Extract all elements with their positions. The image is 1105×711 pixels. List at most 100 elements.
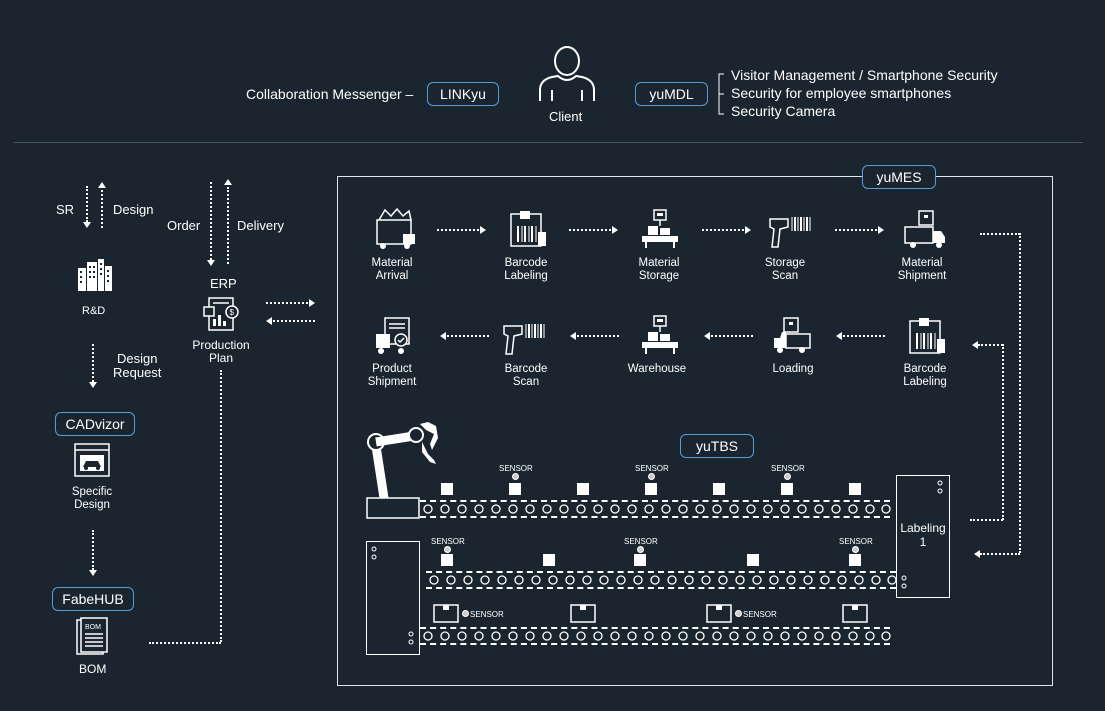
svg-text:BOM: BOM xyxy=(85,624,101,631)
arrow-left xyxy=(974,550,980,558)
sensor-label: SENSOR xyxy=(743,610,777,619)
product-box xyxy=(849,554,861,566)
product-box xyxy=(441,554,453,566)
arrow-left xyxy=(972,341,978,349)
arrow-left xyxy=(440,332,446,340)
sensor-dot xyxy=(462,610,469,617)
labeled-box-icon xyxy=(570,604,596,623)
sensor-label: SENSOR xyxy=(624,537,658,546)
erp-label: ERP xyxy=(210,276,237,291)
flow-arrow xyxy=(577,335,619,337)
sensor-label: SENSOR xyxy=(839,537,873,546)
scanner-icon xyxy=(503,324,545,355)
client-icon xyxy=(539,46,595,101)
arrow-left xyxy=(266,317,272,325)
sensor-dot xyxy=(444,546,451,553)
cadvizor-tag[interactable]: CADvizor xyxy=(55,412,135,436)
loading-truck-icon xyxy=(774,317,811,353)
arrow-right xyxy=(612,226,618,234)
fabehub-tag[interactable]: FabeHUB xyxy=(52,587,134,611)
labeled-box-icon xyxy=(706,604,732,623)
sr-label: SR xyxy=(56,202,75,217)
design-line xyxy=(101,190,103,228)
production-plan-label: Production Plan xyxy=(192,338,250,365)
arrow-down xyxy=(89,382,97,388)
arrow-down xyxy=(89,570,97,576)
sensor-label: SENSOR xyxy=(771,464,805,473)
arrow-right xyxy=(480,226,486,234)
machine-bolts xyxy=(408,631,414,645)
divider xyxy=(14,142,1083,143)
product-box xyxy=(577,483,589,495)
sensor-dot xyxy=(735,610,742,617)
material-arrival-icon xyxy=(376,207,415,249)
bom-document-icon: BOM xyxy=(76,617,108,655)
conveyor-base-machine xyxy=(366,541,420,655)
product-box xyxy=(543,554,555,566)
design-label: Design xyxy=(113,202,154,217)
yutbs-tag[interactable]: yuTBS xyxy=(680,434,754,458)
sensor-label: SENSOR xyxy=(431,537,465,546)
shipment-truck-icon xyxy=(904,210,945,248)
arrow-up xyxy=(98,182,106,188)
design-request-line xyxy=(92,344,94,382)
step-label: Warehouse xyxy=(627,363,687,375)
machine-bolts xyxy=(937,480,943,494)
product-shipment-icon xyxy=(376,317,410,354)
arrow-right xyxy=(878,226,884,234)
product-box xyxy=(747,554,759,566)
loop-line xyxy=(980,233,1020,235)
sensor-label: SENSOR xyxy=(470,610,504,619)
arrow-down xyxy=(83,222,91,228)
conveyor-rail xyxy=(420,500,890,502)
cad-screen-icon xyxy=(74,443,110,477)
security-list: Visitor Management / Smartphone Security… xyxy=(731,66,998,120)
order-line xyxy=(210,182,212,260)
security-item: Security for employee smartphones xyxy=(731,85,952,101)
yumdl-tag[interactable]: yuMDL xyxy=(635,82,708,106)
machine-bolts xyxy=(371,546,377,560)
specific-line xyxy=(92,530,94,570)
design-request-label: Design Request xyxy=(113,351,162,380)
step-label: Loading xyxy=(772,363,814,375)
arrow-right xyxy=(309,299,315,307)
flow-arrow xyxy=(447,335,489,337)
product-box xyxy=(509,483,521,495)
conveyor-rail xyxy=(426,571,896,573)
flow-arrow xyxy=(835,229,877,231)
arrow-left xyxy=(570,332,576,340)
bom-label: BOM xyxy=(79,662,107,676)
delivery-line xyxy=(227,187,229,264)
sensor-dot xyxy=(852,546,859,553)
conveyor-rail xyxy=(426,587,896,589)
product-box xyxy=(634,554,646,566)
flow-arrow xyxy=(843,335,885,337)
flow-arrow xyxy=(569,229,611,231)
barcode-labeling-icon xyxy=(510,211,546,247)
product-box xyxy=(781,483,793,495)
flow-arrow xyxy=(437,229,479,231)
sensor-dot xyxy=(512,473,519,480)
security-item: Visitor Management / Smartphone Security xyxy=(731,67,998,83)
sr-line xyxy=(86,186,88,222)
specific-design-label: Specific Design xyxy=(71,486,113,511)
conveyor-rail xyxy=(420,643,890,645)
loop-line xyxy=(970,519,1003,521)
conveyor-rollers xyxy=(423,631,891,641)
sensor-dot xyxy=(637,546,644,553)
sensor-dot xyxy=(784,473,791,480)
linkyu-tag[interactable]: LINKyu xyxy=(427,82,499,106)
rd-label: R&D xyxy=(82,305,106,317)
building-icon xyxy=(78,259,112,291)
sensor-dot xyxy=(648,473,655,480)
conveyor-rollers xyxy=(423,504,891,514)
yumes-tag[interactable]: yuMES xyxy=(862,165,936,189)
labeled-box-icon xyxy=(842,604,868,623)
loop-line xyxy=(980,553,1020,555)
delivery-label: Delivery xyxy=(237,218,284,233)
